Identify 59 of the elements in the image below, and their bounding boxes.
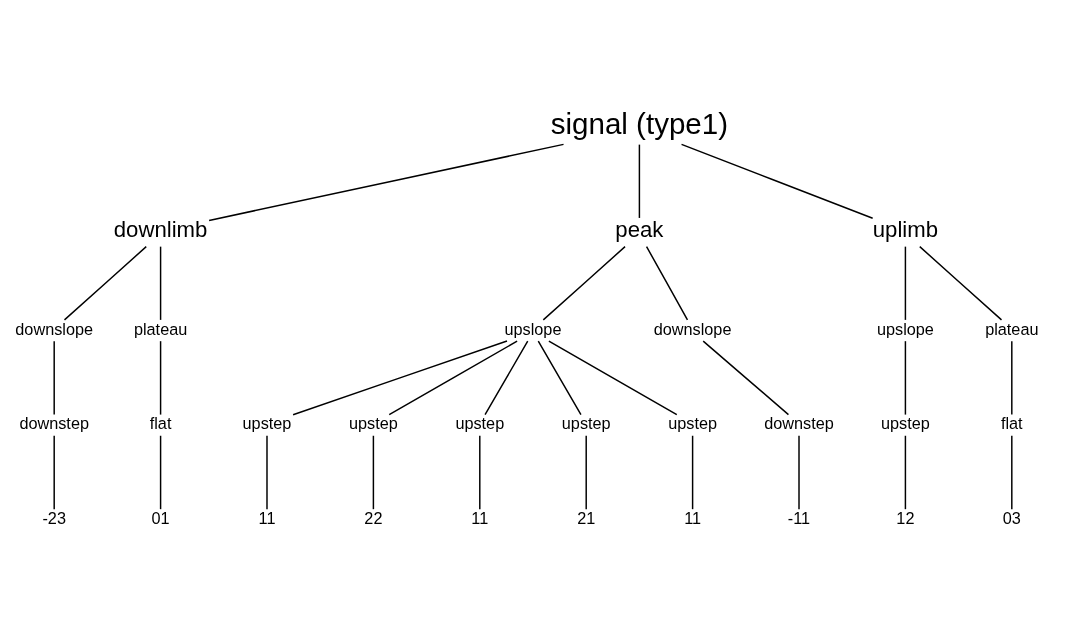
connector — [638, 143, 641, 219]
node-text: uplimb — [872, 217, 939, 243]
node-text: upslope — [876, 319, 934, 338]
node-text: downlimb — [113, 217, 208, 243]
connector — [53, 340, 55, 416]
connector — [53, 435, 55, 510]
node-text: upstep — [242, 414, 292, 433]
node-text: flat — [149, 414, 172, 433]
connector — [159, 435, 162, 510]
connector — [585, 435, 587, 510]
node-text: upstep — [668, 414, 717, 433]
node-text: signal (type1) — [550, 107, 729, 141]
node-text: upslope — [504, 319, 562, 338]
node-text: downslope — [653, 319, 732, 338]
node-text: plateau — [985, 319, 1039, 338]
connector — [159, 340, 162, 416]
node-text: 11 — [471, 508, 489, 527]
node-text: flat — [1000, 414, 1023, 433]
connector — [680, 143, 874, 219]
connector — [798, 435, 800, 510]
connector — [292, 340, 508, 416]
connector — [388, 340, 518, 416]
node-text: 22 — [364, 508, 383, 527]
connector — [479, 435, 481, 510]
node-text: 11 — [684, 508, 702, 527]
node-text: downstep — [764, 414, 834, 433]
connector — [484, 340, 529, 416]
connector — [63, 245, 147, 321]
node-text: upstep — [349, 414, 398, 433]
node-text: plateau — [133, 319, 188, 338]
node-text: 01 — [151, 508, 170, 527]
connector — [542, 245, 626, 321]
node-text: -23 — [42, 508, 66, 527]
connector — [645, 245, 689, 321]
node-text: upstep — [561, 414, 611, 433]
node-text: peak — [615, 217, 664, 243]
node-text: upstep — [455, 414, 505, 433]
node-text: -11 — [787, 508, 811, 527]
node-text: upstep — [881, 414, 930, 433]
connector — [266, 435, 268, 510]
connector — [372, 435, 375, 510]
connector — [537, 340, 582, 416]
node-text: 12 — [896, 508, 915, 527]
connector — [548, 340, 678, 416]
connector — [208, 143, 565, 222]
connector — [159, 245, 162, 321]
node-text: downslope — [15, 319, 94, 338]
connector — [904, 340, 907, 416]
node-text: 21 — [577, 508, 596, 527]
connector — [702, 340, 790, 416]
node-text: 03 — [1002, 508, 1021, 527]
connector — [904, 245, 907, 321]
node-text: downstep — [19, 414, 89, 433]
connector — [1011, 340, 1013, 416]
connector — [1011, 435, 1013, 510]
connector — [904, 435, 907, 510]
connector — [691, 435, 694, 510]
connector — [919, 245, 1003, 321]
node-text: 11 — [258, 508, 276, 527]
